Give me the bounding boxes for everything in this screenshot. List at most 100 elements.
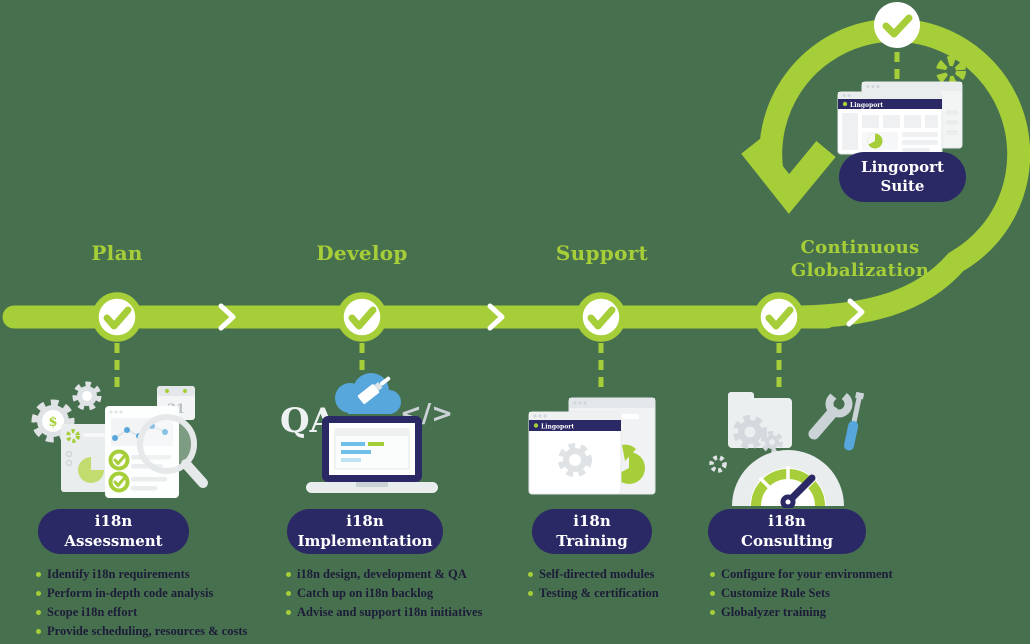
bullet-text: Customize Rule Sets bbox=[721, 586, 831, 600]
loop-arrowhead-icon bbox=[741, 138, 836, 214]
list-item: Configure for your environment bbox=[710, 565, 893, 584]
gear-icon bbox=[936, 56, 966, 86]
training-bullet-list: Self-directed modules Testing & certific… bbox=[528, 565, 659, 603]
list-item: Globalyzer training bbox=[710, 603, 893, 622]
browser-window-icon: Lingoport bbox=[837, 91, 943, 155]
bullet-dot-icon bbox=[286, 591, 291, 596]
chevron-right-icon bbox=[218, 303, 236, 331]
laptop-icon bbox=[306, 416, 438, 493]
browser-title: Lingoport bbox=[541, 424, 574, 431]
gear-icon bbox=[733, 415, 767, 449]
list-item: Self-directed modules bbox=[528, 565, 659, 584]
list-item: Testing & certification bbox=[528, 584, 659, 603]
bullet-text: Self-directed modules bbox=[539, 567, 655, 581]
bullet-text: Scope i18n effort bbox=[47, 605, 138, 619]
loop-arrow-arc bbox=[759, 18, 1030, 329]
folder-icon bbox=[728, 392, 792, 453]
check-circle-icon bbox=[337, 292, 387, 342]
bullet-dot-icon bbox=[286, 610, 291, 615]
list-item: i18n design, development & QA bbox=[286, 565, 482, 584]
bullet-dot-icon bbox=[36, 591, 41, 596]
chevron-right-icon bbox=[487, 303, 505, 331]
pill-i18n-implementation: i18n Implementation bbox=[287, 509, 443, 554]
bullet-text: i18n design, development & QA bbox=[297, 567, 467, 581]
gear-icon bbox=[558, 443, 592, 477]
gauge-icon bbox=[732, 450, 844, 508]
pill-i18n-assessment: i18n Assessment bbox=[38, 509, 189, 554]
implementation-bullet-list: i18n design, development & QA Catch up o… bbox=[286, 565, 482, 622]
consulting-illustration bbox=[709, 385, 865, 508]
stage-label-plan: Plan bbox=[91, 241, 143, 265]
stage-label-line: Globalization bbox=[790, 259, 930, 281]
check-circle-icon bbox=[754, 292, 804, 342]
report-document bbox=[61, 424, 111, 492]
bullet-text: Perform in-depth code analysis bbox=[47, 586, 214, 600]
list-item: Scope i18n effort bbox=[36, 603, 247, 622]
bullet-dot-icon bbox=[286, 572, 291, 577]
chevron-right-icon bbox=[846, 298, 865, 327]
gear-icon bbox=[72, 381, 102, 411]
logo-dot-icon bbox=[842, 101, 848, 107]
pie-chart-icon bbox=[867, 133, 883, 149]
bullet-dot-icon bbox=[710, 610, 715, 615]
flower-icon bbox=[66, 429, 80, 443]
pill-lingoport-suite: Lingoport Suite bbox=[839, 152, 966, 202]
consulting-bullet-list: Configure for your environment Customize… bbox=[710, 565, 893, 622]
gear-icon bbox=[709, 455, 727, 473]
pill-i18n-training: i18n Training bbox=[532, 509, 652, 554]
bullet-text: Identify i18n requirements bbox=[47, 567, 190, 581]
paintbrush-icon bbox=[357, 376, 391, 404]
stage-label-continuous-globalization: Continuous Globalization bbox=[791, 237, 929, 282]
bullet-text: Configure for your environment bbox=[721, 567, 893, 581]
pill-line: i18n bbox=[768, 512, 806, 531]
wrench-icon bbox=[808, 385, 853, 440]
pill-line: Suite bbox=[880, 177, 925, 195]
bullet-dot-icon bbox=[36, 629, 41, 634]
pill-line: i18n bbox=[94, 512, 133, 531]
bullet-text: Catch up on i18n backlog bbox=[297, 586, 434, 600]
pill-line: Assessment bbox=[64, 531, 163, 550]
stage-label-support: Support bbox=[555, 241, 649, 265]
list-item: Identify i18n requirements bbox=[36, 565, 247, 584]
logo-dot-icon bbox=[533, 423, 539, 428]
assessment-illustration: $ 31 bbox=[31, 381, 208, 498]
list-item: Perform in-depth code analysis bbox=[36, 584, 247, 603]
stage-label-line: Continuous bbox=[800, 237, 920, 258]
list-item: Customize Rule Sets bbox=[710, 584, 893, 603]
magnifier-icon bbox=[137, 414, 208, 488]
pill-line: Training bbox=[556, 531, 628, 550]
bullet-text: Provide scheduling, resources & costs bbox=[47, 624, 248, 638]
screwdriver-icon bbox=[844, 391, 865, 451]
pill-line: Consulting bbox=[741, 531, 833, 550]
browser-window-icon: Lingoport bbox=[528, 411, 622, 495]
check-circle-icon bbox=[108, 471, 130, 493]
pill-line: Lingoport bbox=[861, 157, 944, 176]
bullet-dot-icon bbox=[710, 591, 715, 596]
list-item: Catch up on i18n backlog bbox=[286, 584, 482, 603]
bullet-text: Globalyzer training bbox=[721, 605, 826, 619]
bullet-dot-icon bbox=[528, 591, 533, 596]
pill-line: Implementation bbox=[297, 531, 433, 550]
training-illustration: Lingoport bbox=[528, 397, 656, 495]
check-circle-icon bbox=[576, 292, 626, 342]
checkpoint-circles bbox=[92, 2, 920, 342]
assessment-bullet-list: Identify i18n requirements Perform in-de… bbox=[36, 565, 247, 641]
suite-illustration: Lingoport bbox=[837, 81, 963, 155]
list-item: Advise and support i18n initiatives bbox=[286, 603, 482, 622]
check-circle-icon bbox=[92, 292, 142, 342]
bullet-text: Advise and support i18n initiatives bbox=[297, 605, 483, 619]
bullet-dot-icon bbox=[36, 572, 41, 577]
pill-line: i18n bbox=[573, 512, 611, 531]
gear-icon bbox=[761, 431, 783, 453]
bullet-text: Testing & certification bbox=[539, 586, 659, 600]
check-circle-icon bbox=[108, 449, 130, 471]
bullet-dot-icon bbox=[710, 572, 715, 577]
browser-title: Lingoport bbox=[850, 102, 883, 109]
cloud-icon bbox=[335, 373, 401, 414]
check-circle-icon bbox=[874, 2, 920, 48]
bullet-dot-icon bbox=[36, 610, 41, 615]
stage-label-develop: Develop bbox=[316, 241, 408, 265]
bullet-dot-icon bbox=[528, 572, 533, 577]
